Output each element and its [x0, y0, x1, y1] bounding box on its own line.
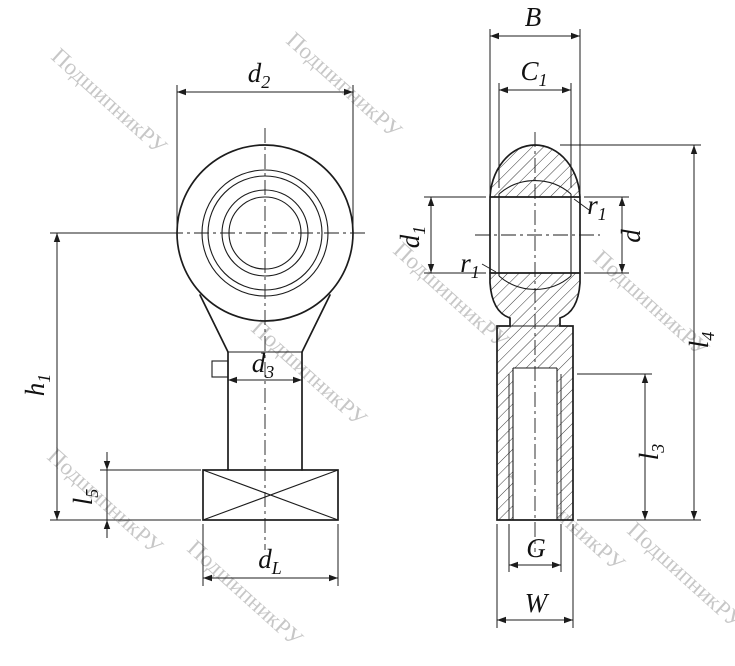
C1-arrow-left	[499, 86, 508, 94]
l3-arrow-bottom	[641, 511, 649, 520]
d2-arrow-right	[344, 88, 353, 96]
d1-arrow-top	[427, 197, 435, 206]
l5-arrow-top	[103, 461, 111, 470]
dim-label-dL: dL	[258, 544, 282, 578]
head-outer-circle	[176, 144, 354, 322]
watermark-text: ПодшипникРУ	[43, 443, 169, 560]
housing-bore-circle	[201, 169, 329, 297]
W-arrow-left	[497, 616, 506, 624]
ball-outer-circle	[207, 175, 323, 291]
bore-circle	[228, 196, 302, 270]
dim-label-W: W	[525, 588, 550, 618]
l4-arrow-top	[690, 145, 698, 154]
d3-arrow-right	[293, 376, 302, 384]
h1-arrow-top	[53, 233, 61, 242]
B-arrow-right	[571, 32, 580, 40]
d-arrow-bottom	[618, 264, 626, 273]
dim-label-d2: d2	[248, 58, 271, 92]
d-arrow-top	[618, 197, 626, 206]
dL-arrow-right	[329, 574, 338, 582]
dL-arrow-left	[203, 574, 212, 582]
shoulder-right	[301, 294, 331, 353]
dim-label-l5: l5	[68, 489, 102, 506]
dim-label-h1: h1	[20, 374, 54, 397]
watermarks: ПодшипникРУ ПодшипникРУ ПодшипникРУ Подш…	[43, 27, 735, 652]
dim-label-d1: d1	[395, 226, 429, 249]
dim-label-d: d	[616, 229, 646, 243]
G-arrow-right	[552, 561, 561, 569]
dim-label-d3: d3	[252, 348, 275, 382]
W-arrow-right	[564, 616, 573, 624]
h1-arrow-bottom	[53, 511, 61, 520]
shoulder-left	[199, 294, 229, 353]
front-view-dimensions: d2 h1 l5 d3 dL	[20, 58, 354, 586]
l4-arrow-bottom	[690, 511, 698, 520]
front-view	[168, 128, 368, 550]
side-view-dimensions: B C1 d1 d r1 r1 l4	[395, 2, 718, 628]
dim-label-C1: C1	[520, 56, 547, 90]
r1-upper-leader	[573, 198, 590, 211]
watermark-text: ПодшипникРУ	[282, 27, 408, 144]
d1-arrow-bottom	[427, 264, 435, 273]
bore-chamfer-circle	[221, 189, 309, 277]
dim-label-l4: l4	[684, 332, 718, 349]
side-view	[475, 132, 600, 552]
B-arrow-left	[490, 32, 499, 40]
base-block	[202, 469, 339, 521]
d3-arrow-left	[228, 376, 237, 384]
dim-label-r1-lower: r1	[460, 248, 480, 282]
C1-arrow-right	[562, 86, 571, 94]
watermark-text: ПодшипникРУ	[623, 517, 735, 634]
r1-lower-leader	[481, 263, 497, 273]
l3-arrow-top	[641, 374, 649, 383]
dim-label-G: G	[526, 533, 546, 563]
dim-label-B: B	[525, 2, 542, 32]
housing-outline	[489, 144, 581, 521]
watermark-text: ПодшипникРУ	[47, 43, 173, 160]
cross-mark-line-2	[202, 469, 339, 521]
d2-arrow-left	[177, 88, 186, 96]
dim-label-l3: l3	[634, 444, 668, 461]
l5-arrow-bottom	[103, 520, 111, 529]
grease-nipple-boss	[211, 360, 229, 378]
watermark-text: ПодшипникРУ	[183, 535, 309, 652]
dim-label-r1-upper: r1	[587, 190, 607, 224]
G-arrow-left	[509, 561, 518, 569]
ball-top-arc	[498, 180, 572, 195]
